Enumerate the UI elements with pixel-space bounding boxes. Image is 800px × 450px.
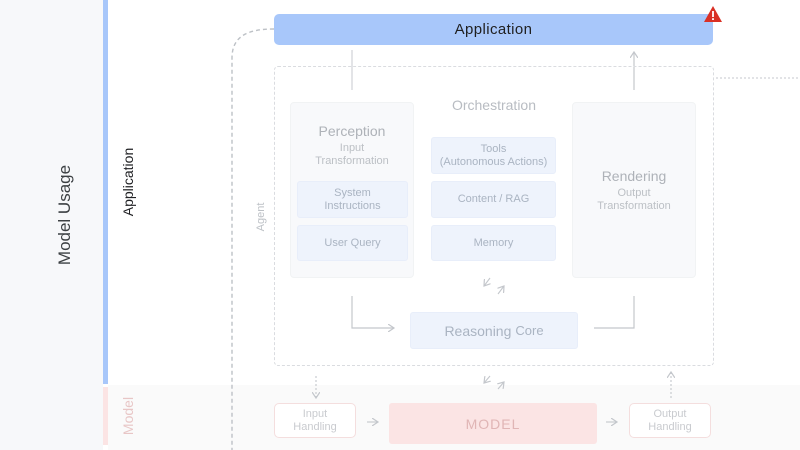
agent-label: Agent xyxy=(255,202,267,232)
memory-chip: Memory xyxy=(431,225,556,261)
model-rail-label: Model xyxy=(120,396,136,436)
rendering-title: Rendering xyxy=(601,168,667,184)
system-instructions-chip: System Instructions xyxy=(297,181,408,218)
model-rail xyxy=(103,387,108,445)
content-rag-chip: Content / RAG xyxy=(431,181,556,218)
core-label: Core xyxy=(515,323,544,338)
warning-icon[interactable] xyxy=(703,5,723,23)
application-rail xyxy=(103,0,108,384)
application-rail-label: Application xyxy=(120,147,136,217)
reasoning-label: Reasoning xyxy=(444,322,512,339)
left-panel xyxy=(0,0,103,450)
input-handling-box: Input Handling xyxy=(274,403,356,438)
tools-chip: Tools (Autonomous Actions) xyxy=(431,137,556,174)
application-bar[interactable]: Application xyxy=(274,14,713,45)
perception-title: Perception xyxy=(318,123,386,139)
reasoning-core-box: Reasoning Core xyxy=(410,312,578,349)
perception-subtitle: Input Transformation xyxy=(315,142,389,167)
orchestration-title: Orchestration xyxy=(451,97,537,113)
agent-container xyxy=(274,66,714,366)
model-box: MODEL xyxy=(389,403,597,444)
rendering-panel xyxy=(572,102,696,278)
model-usage-label: Model Usage xyxy=(55,164,74,266)
rendering-subtitle: Output Transformation xyxy=(597,187,671,212)
user-query-chip: User Query xyxy=(297,225,408,261)
output-handling-box: Output Handling xyxy=(629,403,711,438)
